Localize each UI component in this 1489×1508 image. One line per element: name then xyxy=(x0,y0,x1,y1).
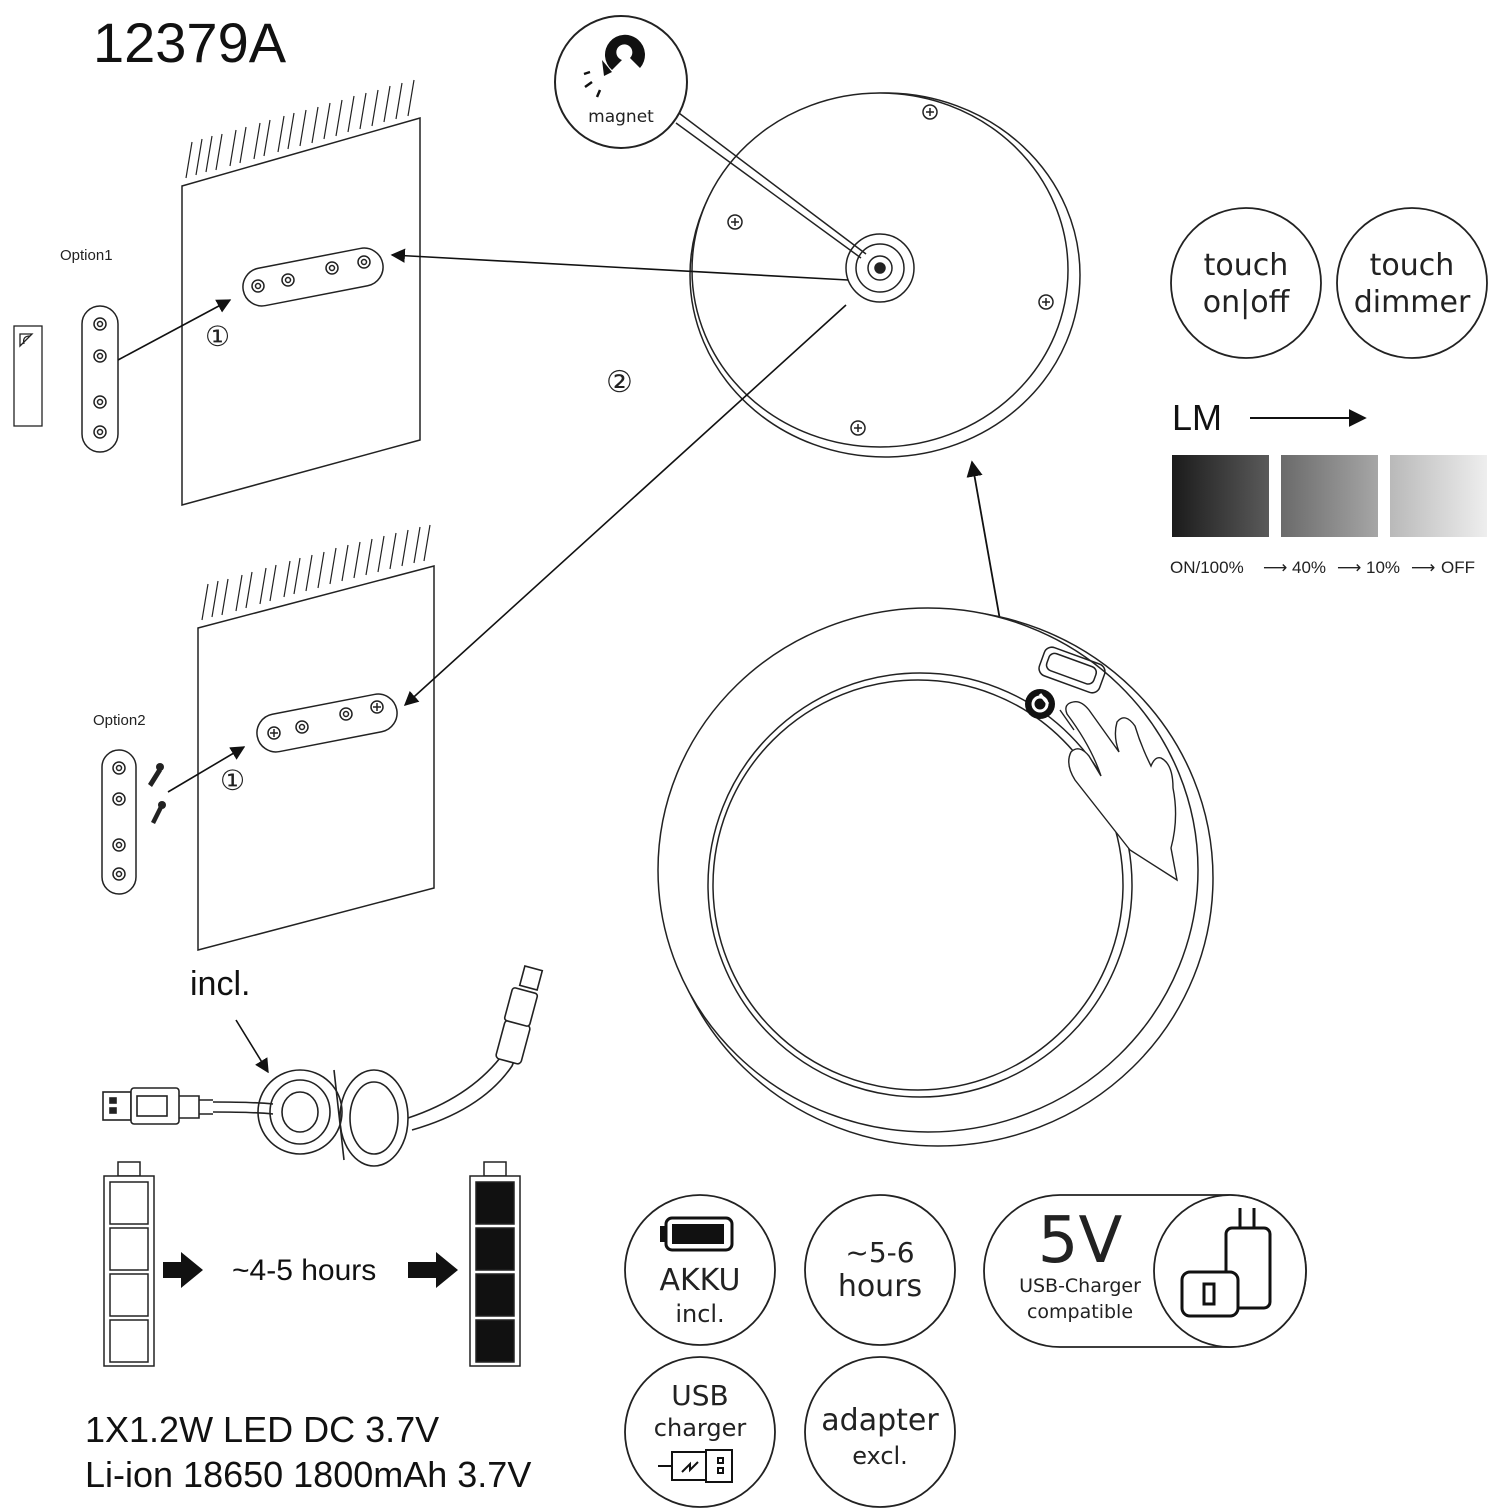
charger-5v-badge: 5V USB-Charger compatible xyxy=(983,1194,1307,1348)
magnet-label: magnet xyxy=(588,107,654,127)
svg-text:ON/100%: ON/100% xyxy=(1170,558,1244,577)
svg-text:⟶: ⟶ xyxy=(1263,558,1287,577)
adhesive-strip xyxy=(13,325,43,427)
arrow-to-cable xyxy=(235,1019,269,1074)
svg-text:on|off: on|off xyxy=(1203,285,1291,320)
spec-line-1: 1X1.2W LED DC 3.7V xyxy=(85,1409,439,1450)
screw-icon xyxy=(148,763,166,824)
usb-charger-badge: USB charger xyxy=(624,1356,776,1508)
cable-label: incl. xyxy=(190,965,250,1003)
svg-text:⟶: ⟶ xyxy=(1337,558,1361,577)
mounting-plate-1 xyxy=(81,305,119,453)
arrow-magnet-to-wall1 xyxy=(390,248,849,281)
svg-text:USB-Charger: USB-Charger xyxy=(1019,1275,1141,1297)
dimmer-label: LM xyxy=(1172,397,1222,438)
akku-badge: AKKU incl. xyxy=(624,1194,776,1346)
wall-panel-option2 xyxy=(197,524,435,951)
mounting-plate-wall-2 xyxy=(256,693,398,753)
svg-text:compatible: compatible xyxy=(1027,1301,1133,1323)
svg-text:⟶: ⟶ xyxy=(1411,558,1435,577)
spec-line-2: Li-ion 18650 1800mAh 3.7V xyxy=(85,1454,531,1495)
dimmer-swatch-100 xyxy=(1172,455,1269,537)
svg-text:charger: charger xyxy=(654,1414,747,1442)
svg-text:dimmer: dimmer xyxy=(1354,285,1471,320)
svg-text:USB: USB xyxy=(671,1379,728,1412)
battery-icon xyxy=(660,1216,734,1252)
svg-text:touch: touch xyxy=(1370,248,1455,283)
option2-step: ① xyxy=(220,764,245,797)
arrow-charge-right xyxy=(408,1252,458,1288)
svg-text:5V: 5V xyxy=(1038,1204,1123,1278)
arrow-lamp-to-back xyxy=(966,460,1001,621)
model-number: 12379A xyxy=(93,11,287,74)
step2-marker: ② xyxy=(606,365,633,400)
usb-cable xyxy=(102,965,544,1167)
arrow-charge-left xyxy=(163,1252,203,1288)
touch-onoff-badge: touch on|off xyxy=(1170,207,1322,359)
screw-heads xyxy=(727,104,1054,436)
touch-slider xyxy=(1038,646,1106,694)
touch-dimmer-badge: touch dimmer xyxy=(1336,207,1488,359)
option2-label: Option2 xyxy=(93,712,146,729)
wall-charger-icon xyxy=(1180,1208,1272,1318)
wall-hatch-top xyxy=(185,79,415,179)
svg-text:AKKU: AKKU xyxy=(659,1263,740,1298)
dimmer-swatch-10 xyxy=(1390,455,1487,537)
svg-text:touch: touch xyxy=(1204,248,1289,283)
power-icon xyxy=(1025,689,1055,719)
lamp-front xyxy=(657,607,1214,1147)
svg-text:hours: hours xyxy=(838,1269,922,1304)
svg-text:incl.: incl. xyxy=(675,1300,724,1328)
option1-label: Option1 xyxy=(60,247,113,264)
arrow-plate1-to-wall xyxy=(117,299,232,361)
magnet-callout xyxy=(554,15,867,259)
mounting-plate-wall-1 xyxy=(242,247,384,307)
magnet-icon xyxy=(583,34,645,98)
battery-full-icon xyxy=(469,1161,521,1367)
usb-plug-icon xyxy=(658,1449,733,1483)
arrow-magnet-to-wall2 xyxy=(403,304,847,706)
dimmer-levels: ON/100% ⟶ 40% ⟶ 10% ⟶ OFF xyxy=(1170,558,1475,577)
svg-text:excl.: excl. xyxy=(852,1442,908,1470)
arrow-plate2-to-wall xyxy=(167,746,246,793)
adapter-badge: adapter excl. xyxy=(804,1356,956,1508)
svg-text:~5-6: ~5-6 xyxy=(845,1236,914,1269)
charging-duration: ~4-5 hours xyxy=(232,1254,376,1287)
dimmer-swatch-40 xyxy=(1281,455,1378,537)
hand-icon xyxy=(1059,700,1178,882)
battery-empty-icon xyxy=(103,1161,155,1367)
svg-text:adapter: adapter xyxy=(821,1403,939,1438)
svg-text:40%: 40% xyxy=(1292,558,1326,577)
option1-step: ① xyxy=(205,320,230,353)
wall-panel-option1 xyxy=(181,79,421,506)
runtime-badge: ~5-6 hours xyxy=(804,1194,956,1346)
svg-text:OFF: OFF xyxy=(1441,558,1475,577)
mounting-plate-2 xyxy=(101,749,137,895)
svg-text:10%: 10% xyxy=(1366,558,1400,577)
